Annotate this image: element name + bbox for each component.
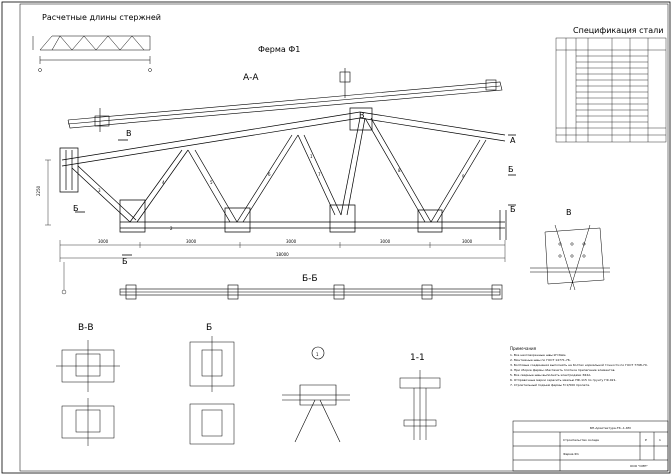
- dimension-lines: [45, 159, 506, 295]
- member-label: 9: [462, 174, 465, 179]
- dim-panel-1: 3000: [98, 239, 109, 244]
- member-label: 4: [162, 180, 165, 185]
- marker-a-1: А: [510, 136, 516, 145]
- node-1-label: 1: [316, 352, 319, 357]
- section-markers: [75, 134, 516, 256]
- detail-vv: [56, 340, 120, 446]
- section-bb: [119, 284, 503, 300]
- member-label: 3: [98, 188, 101, 193]
- member-label: 1: [310, 154, 313, 159]
- note-7: 7. Строительный подъем фермы f=1/500 про…: [510, 383, 590, 387]
- spec-title: Спецификация стали: [573, 26, 663, 35]
- note-4: 4. При сборке фермы обеспечить плотное п…: [510, 368, 615, 372]
- note-3: 3. Болтовые соединения выполнять на болт…: [510, 363, 648, 367]
- truss-title: Ферма Ф1: [258, 45, 300, 54]
- lengths-scheme: [32, 35, 152, 72]
- section-aa-label: А-А: [243, 73, 259, 83]
- member-label: 5: [210, 180, 213, 185]
- stamp-code: БП-Архитектура-ТК.-1-КМ: [590, 426, 631, 430]
- view-vv-label: В-В: [78, 323, 94, 333]
- stamp-org: ООО "СМП": [630, 464, 648, 468]
- view-v-label: В: [566, 208, 572, 217]
- dim-total: 18000: [276, 252, 289, 257]
- marker-v-2: В: [359, 111, 365, 120]
- marker-b-3: Б: [122, 257, 128, 266]
- member-label: 8: [398, 168, 401, 173]
- truss-elevation: [59, 107, 507, 240]
- stamp-stage: Р: [645, 438, 647, 442]
- marker-b-2: Б: [73, 204, 79, 213]
- section-aa: [67, 68, 503, 132]
- node-1-callout: [311, 346, 325, 360]
- view-b-label: Б: [206, 323, 212, 333]
- member-label: 6: [268, 172, 271, 177]
- note-2: 2. Монтажные швы по ГОСТ 14771-76.: [510, 358, 571, 362]
- marker-b-1: Б: [508, 165, 514, 174]
- header-lengths: Расчетные длины стержней: [42, 13, 161, 22]
- member-label: 2: [170, 226, 173, 231]
- stamp-sheet-title: Ферма Ф1: [563, 452, 579, 456]
- note-5: 5. Все сварные швы выполнять электродами…: [510, 373, 591, 377]
- detail-11: [399, 370, 441, 440]
- dim-panel-3: 3000: [286, 239, 297, 244]
- marker-b-4: Б: [510, 205, 516, 214]
- inner-frame: [19, 3, 669, 472]
- dim-panel-2: 3000: [186, 239, 197, 244]
- notes-header: Примечания: [510, 346, 537, 351]
- note-1: 1. Все неоговоренные швы kf=6мм.: [510, 353, 566, 357]
- section-bb-label: Б-Б: [302, 274, 318, 284]
- dim-panel-4: 3000: [380, 239, 391, 244]
- section-11-label: 1-1: [410, 353, 425, 363]
- stamp-sheet: 1: [659, 438, 661, 442]
- view-v: [530, 224, 610, 291]
- title-block: [512, 420, 669, 472]
- detail-node-1: [282, 384, 350, 443]
- detail-b: [189, 336, 235, 445]
- dim-panel-5: 3000: [462, 239, 473, 244]
- dim-height: 2250: [36, 185, 41, 196]
- spec-table: [555, 37, 667, 143]
- member-label: 7: [318, 172, 321, 177]
- note-6: 6. Отправочные марки окрасить эмалью ПФ-…: [510, 378, 616, 382]
- marker-v-1: В: [126, 129, 132, 138]
- stamp-project: Строительство склада: [563, 438, 599, 442]
